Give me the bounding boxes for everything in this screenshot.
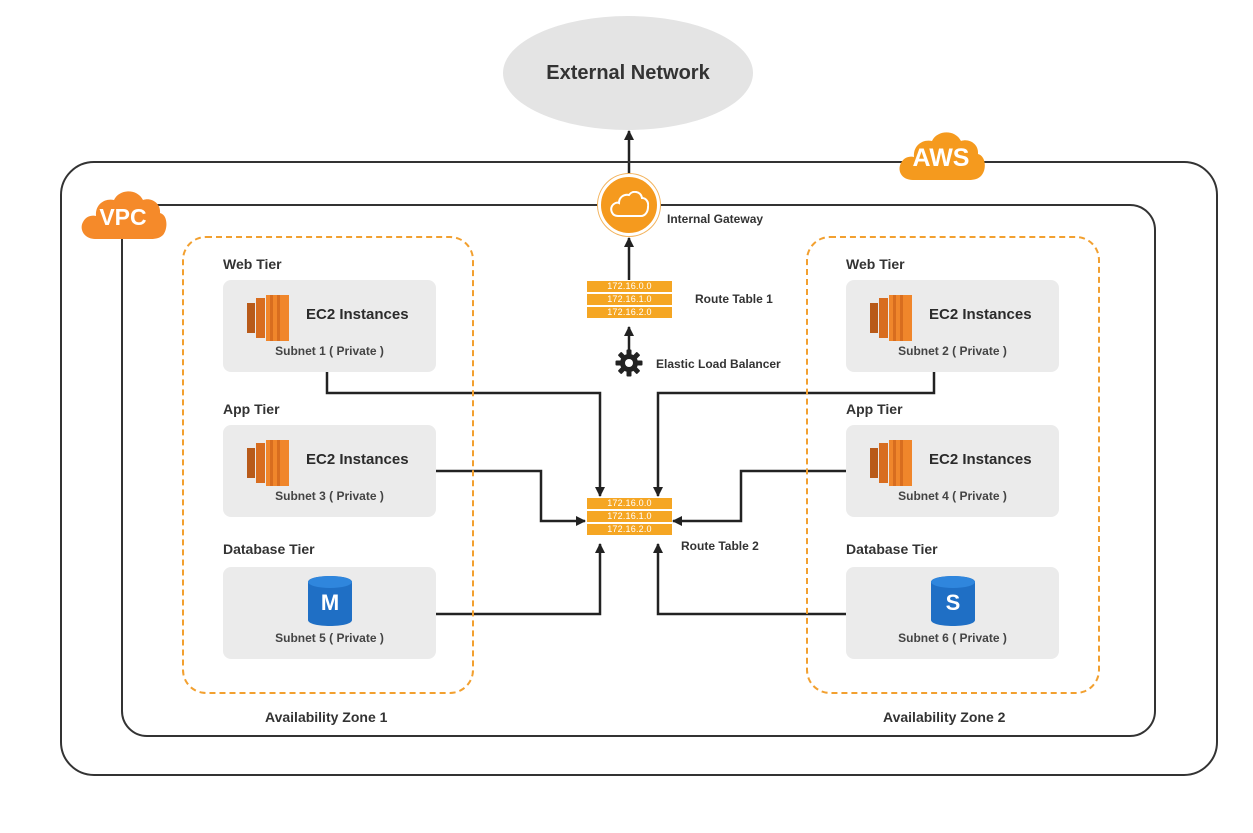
ec2-instances-label: EC2 Instances — [306, 451, 409, 468]
ec2-instances-icon — [247, 440, 289, 486]
subnet3-to-rt2-arrow — [436, 469, 586, 526]
app-tier-label: App Tier — [846, 401, 903, 417]
internal-gateway-label: Internal Gateway — [667, 212, 764, 226]
subnet-2-card: EC2 Instances Subnet 2 ( Private ) — [846, 280, 1059, 372]
route-entry: 172.16.1.0 — [587, 511, 672, 522]
aws-boundary — [60, 161, 1218, 776]
ec2-instances-label: EC2 Instances — [929, 451, 1032, 468]
subnet-3-card: EC2 Instances Subnet 3 ( Private ) — [223, 425, 436, 517]
subnet-label: Subnet 3 ( Private ) — [275, 489, 384, 503]
availability-zone-2 — [806, 236, 1100, 694]
ec2-instances-label: EC2 Instances — [306, 306, 409, 323]
ec2-instances-label: EC2 Instances — [929, 306, 1032, 323]
ec2-instances-icon — [247, 295, 289, 341]
subnet-label: Subnet 4 ( Private ) — [898, 489, 1007, 503]
subnet5-to-rt2-arrow — [436, 543, 605, 616]
subnet6-to-rt2-arrow — [653, 543, 846, 616]
internal-gateway-node — [598, 174, 660, 236]
ec2-instances-icon — [870, 440, 912, 486]
database-tier-label: Database Tier — [846, 541, 938, 557]
cloud-icon — [81, 191, 167, 239]
route-entry: 172.16.2.0 — [587, 524, 672, 535]
availability-zone-2-label: Availability Zone 2 — [883, 709, 1006, 725]
route-entry: 172.16.2.0 — [587, 307, 672, 318]
route-entry: 172.16.1.0 — [587, 294, 672, 305]
subnet-label: Subnet 6 ( Private ) — [898, 631, 1007, 645]
subnet-1-card: EC2 Instances Subnet 1 ( Private ) — [223, 280, 436, 372]
database-tier-label: Database Tier — [223, 541, 315, 557]
subnet-5-card: M Subnet 5 ( Private ) — [223, 567, 436, 659]
subnet-label: Subnet 5 ( Private ) — [275, 631, 384, 645]
subnet4-to-rt2-arrow — [672, 469, 846, 526]
route-table-1: 172.16.0.0 172.16.1.0 172.16.2.0 — [587, 281, 672, 320]
cloud-icon — [899, 132, 985, 180]
route-table-2-label: Route Table 2 — [681, 539, 759, 553]
elastic-load-balancer-label: Elastic Load Balancer — [656, 357, 781, 371]
database-cylinder-icon: S — [931, 575, 975, 627]
database-letter: S — [945, 590, 961, 615]
external-network-node: External Network — [503, 16, 753, 130]
web-tier-label: Web Tier — [223, 256, 282, 272]
vpc-cloud-badge: VPC — [78, 184, 168, 242]
external-network-label: External Network — [546, 61, 710, 84]
app-tier-label: App Tier — [223, 401, 280, 417]
subnet-label: Subnet 2 ( Private ) — [898, 344, 1007, 358]
route-table-1-label: Route Table 1 — [695, 292, 773, 306]
route-entry: 172.16.0.0 — [587, 498, 672, 509]
subnet-label: Subnet 1 ( Private ) — [275, 344, 384, 358]
gear-icon — [615, 349, 643, 377]
ec2-instances-icon — [870, 295, 912, 341]
route-table-2: 172.16.0.0 172.16.1.0 172.16.2.0 — [587, 498, 672, 537]
availability-zone-1 — [182, 236, 474, 694]
aws-cloud-badge: AWS — [895, 126, 987, 184]
aws-badge-label: AWS — [912, 144, 970, 172]
subnet1-to-rt2-arrow — [325, 372, 605, 497]
database-cylinder-icon: M — [308, 575, 352, 627]
vpc-badge-label: VPC — [99, 204, 147, 230]
cloud-icon — [610, 191, 649, 217]
availability-zone-1-label: Availability Zone 1 — [265, 709, 388, 725]
web-tier-label: Web Tier — [846, 256, 905, 272]
database-letter: M — [320, 590, 340, 615]
subnet-6-card: S Subnet 6 ( Private ) — [846, 567, 1059, 659]
subnet2-to-rt2-arrow — [653, 372, 936, 497]
route-entry: 172.16.0.0 — [587, 281, 672, 292]
subnet-4-card: EC2 Instances Subnet 4 ( Private ) — [846, 425, 1059, 517]
